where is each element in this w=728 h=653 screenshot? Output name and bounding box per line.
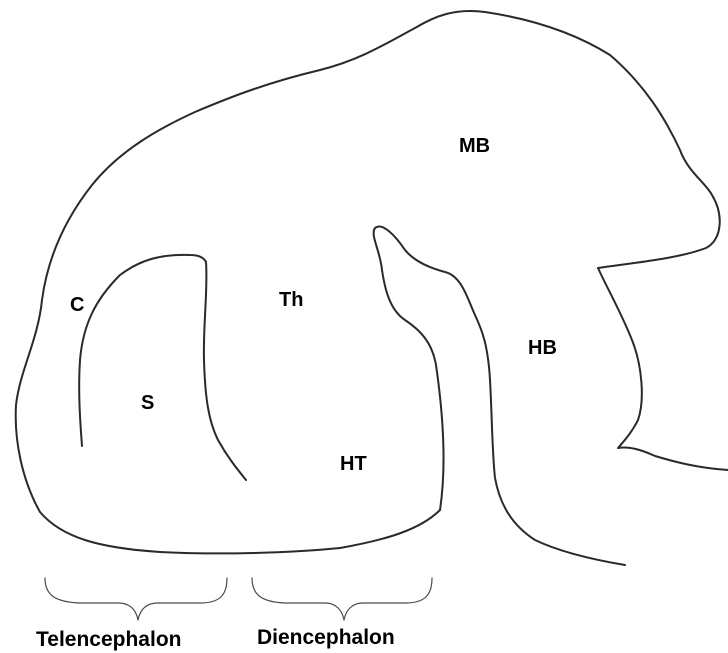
striatum-inner-edge (204, 262, 246, 480)
diencephalon-label: Diencephalon (257, 626, 395, 649)
cortex-label: C (70, 294, 84, 316)
hypothalamus-label: HT (340, 453, 367, 475)
hypothalamus-boundary (374, 227, 475, 510)
striatum-label: S (141, 392, 154, 414)
brain-outer-outline (16, 11, 720, 553)
thalamus-label: Th (279, 289, 303, 311)
telencephalon-brace (45, 578, 227, 620)
striatum-outer-edge (79, 255, 206, 446)
midbrain-label: MB (459, 135, 490, 157)
hindbrain-label: HB (528, 337, 557, 359)
brainstem-line (598, 268, 728, 470)
diencephalon-brace (252, 578, 432, 620)
telencephalon-label: Telencephalon (36, 628, 181, 651)
